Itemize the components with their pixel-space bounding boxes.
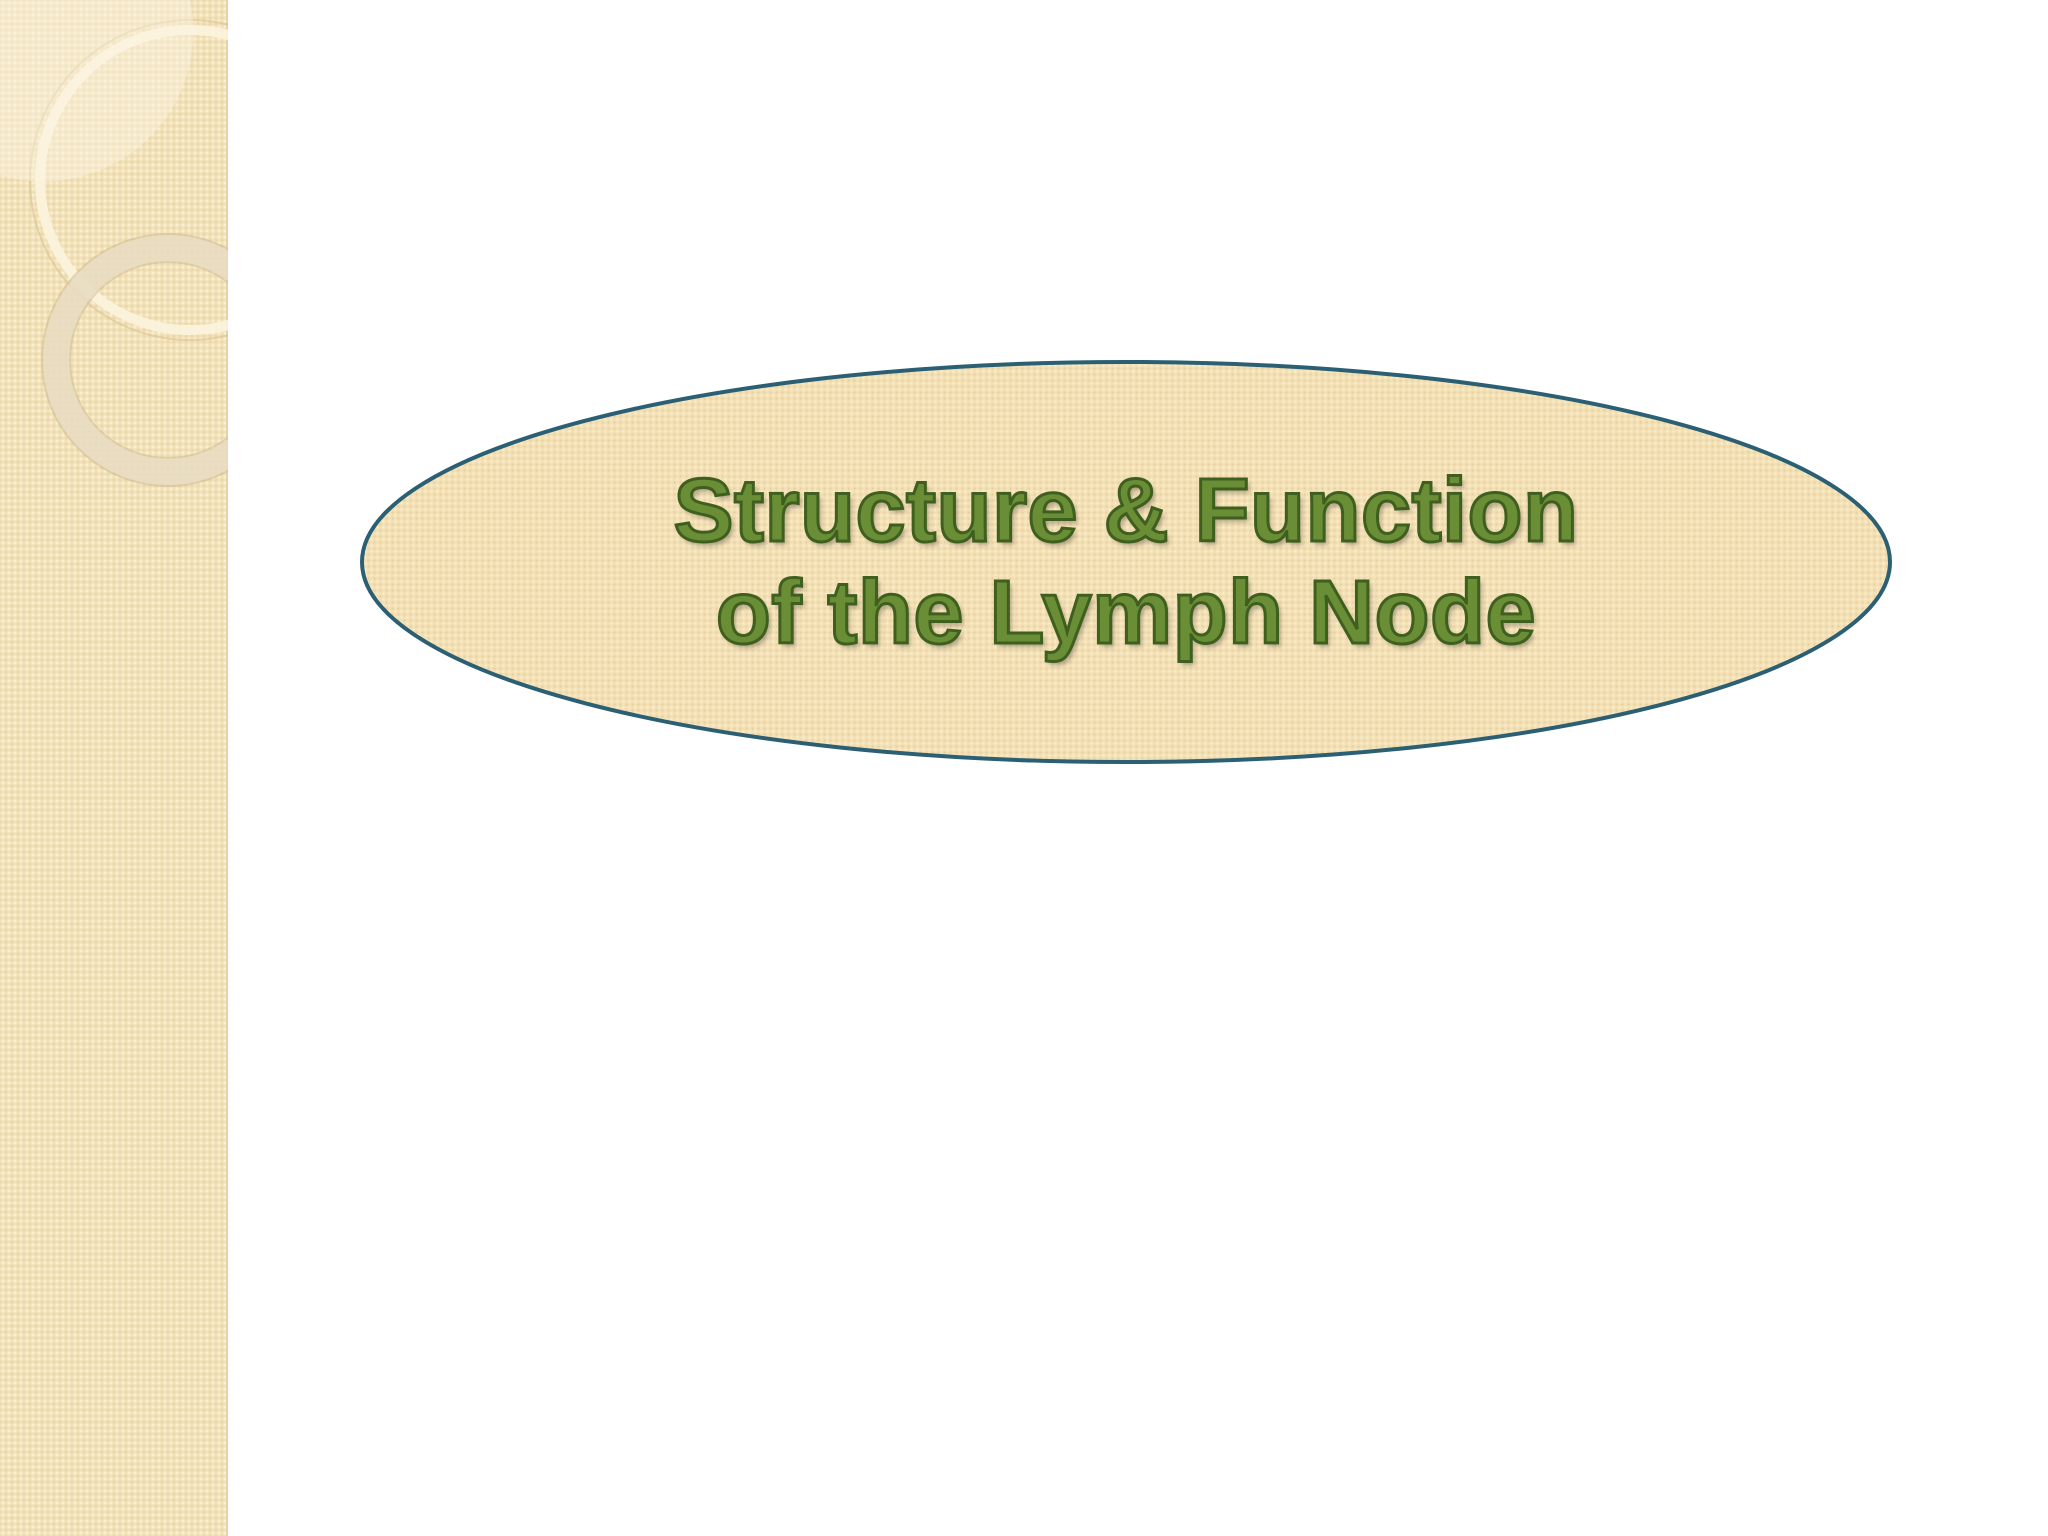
slide-title-line-1: Structure & Function <box>672 460 1580 563</box>
decorative-rings-icon <box>0 0 228 487</box>
title-oval <box>360 360 1892 764</box>
slide-title: Structure & Function of the Lymph Node <box>358 358 1894 766</box>
side-band-edge <box>226 0 228 1536</box>
slide-title-line-2: of the Lymph Node <box>714 562 1537 665</box>
